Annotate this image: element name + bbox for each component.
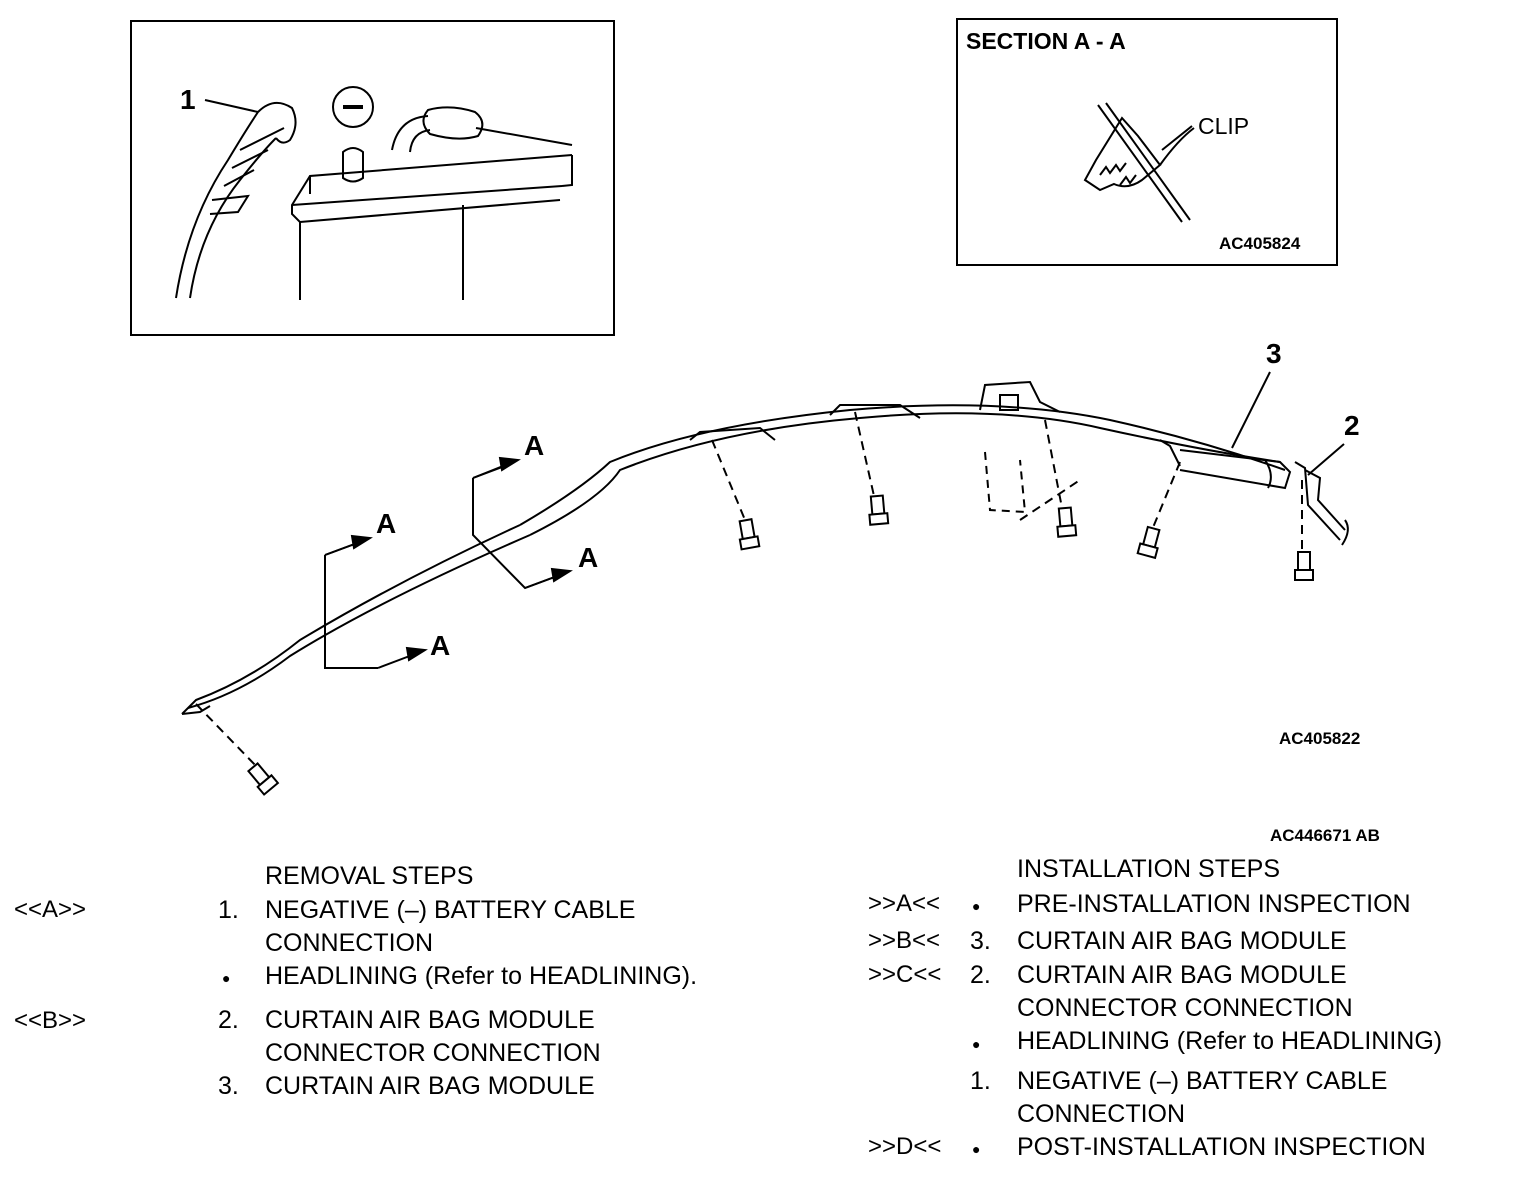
installation-marker: >>A<< [868, 890, 941, 917]
removal-step-number: 2. [218, 1006, 239, 1034]
section-title: SECTION A - A [966, 28, 1126, 54]
installation-step-line: CURTAIN AIR BAG MODULE [1017, 927, 1347, 955]
installation-step-line: NEGATIVE (–) BATTERY CABLE [1017, 1067, 1388, 1095]
removal-step-line: CURTAIN AIR BAG MODULE [265, 1006, 595, 1034]
removal-step-line: HEADLINING (Refer to HEADLINING). [265, 962, 698, 990]
installation-marker: >>D<< [868, 1133, 942, 1160]
installation-step-line: CONNECTOR CONNECTION [1017, 994, 1353, 1022]
removal-marker: <<B>> [14, 1007, 87, 1034]
removal-step-line: NEGATIVE (–) BATTERY CABLE [265, 896, 636, 924]
section-mark-a: A [430, 630, 451, 661]
section-mark-a: A [524, 430, 545, 461]
removal-marker: <<A>> [14, 896, 87, 923]
fastener-lines [195, 411, 1303, 769]
callout-2: 2 [1344, 410, 1360, 441]
installation-step-number: 2. [970, 961, 991, 989]
removal-heading: REMOVAL STEPS [265, 862, 474, 890]
installation-marker: >>B<< [868, 927, 941, 954]
removal-step-line: CONNECTION [265, 929, 434, 957]
installation-step-line: CONNECTION [1017, 1100, 1186, 1128]
curtain-airbag-illustration [181, 380, 1349, 715]
installation-step-line: HEADLINING (Refer to HEADLINING) [1017, 1027, 1443, 1055]
installation-step-line: POST-INSTALLATION INSPECTION [1017, 1133, 1426, 1161]
removal-step-number: 1. [218, 896, 239, 924]
installation-marker: >>C<< [868, 961, 942, 988]
figure-code: AC446671 AB [1270, 826, 1380, 845]
drawing-code: AC405822 [1279, 729, 1361, 748]
clip-label: CLIP [1198, 113, 1250, 139]
section-code: AC405824 [1219, 234, 1301, 253]
clip-section-illustration [1083, 102, 1195, 223]
removal-step-line: CONNECTOR CONNECTION [265, 1039, 601, 1067]
section-mark-a: A [376, 508, 397, 539]
bullet-icon: ● [222, 970, 231, 986]
battery-inset-frame [130, 20, 615, 336]
section-inset-frame [956, 18, 1338, 266]
installation-step-number: 1. [970, 1067, 991, 1095]
removal-step-number: 3. [218, 1072, 239, 1100]
bullet-icon: ● [972, 1141, 981, 1157]
section-arrows [324, 456, 573, 669]
callout-1: 1 [180, 84, 196, 115]
installation-step-number: 3. [970, 927, 991, 955]
installation-step-line: PRE-INSTALLATION INSPECTION [1017, 890, 1411, 918]
callout-3: 3 [1266, 338, 1282, 369]
battery-illustration [175, 86, 573, 300]
bolts [246, 494, 1314, 796]
bullet-icon: ● [972, 898, 981, 914]
installation-heading: INSTALLATION STEPS [1017, 855, 1281, 883]
bullet-icon: ● [972, 1036, 981, 1052]
section-mark-a: A [578, 542, 599, 573]
removal-step-line: CURTAIN AIR BAG MODULE [265, 1072, 595, 1100]
callout-leaders [1161, 125, 1345, 476]
installation-step-line: CURTAIN AIR BAG MODULE [1017, 961, 1347, 989]
